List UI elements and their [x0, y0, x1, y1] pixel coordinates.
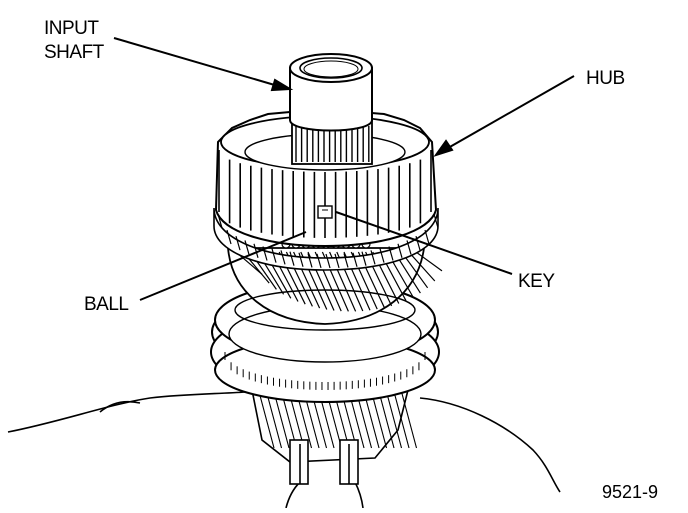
input-shaft-label-line2: SHAFT: [44, 42, 105, 63]
ring-ridge: [298, 252, 304, 267]
ring-ridge: [388, 246, 394, 261]
ring-ridge: [307, 253, 313, 268]
input-shaft-label-line1: INPUT: [44, 18, 99, 39]
figure-number: 9521-9: [602, 482, 658, 502]
lower-gear-tooth: [257, 387, 275, 449]
ring-ridge: [271, 248, 277, 263]
ring-ridge: [289, 251, 295, 266]
ring-ridge: [352, 252, 358, 267]
leader-hub: [447, 75, 575, 149]
key-label: KEY: [518, 271, 555, 292]
ring-ridge: [280, 250, 286, 265]
helical-tooth: [415, 251, 443, 272]
ball-label: BALL: [84, 294, 128, 315]
ring-ridge: [226, 229, 232, 245]
ring-ridge: [244, 240, 250, 255]
leader-input-shaft: [113, 37, 279, 87]
ring-ridge: [379, 248, 385, 263]
ring-ridge: [415, 235, 421, 251]
ring-ridge: [370, 250, 376, 265]
ring-ridge: [316, 253, 322, 269]
ring-ridge: [325, 253, 331, 269]
ring-ridge: [253, 243, 259, 258]
lower-gear-tooth: [399, 387, 418, 449]
helical-tooth: [408, 251, 436, 282]
lower-gear-tooth: [392, 387, 410, 449]
ring-ridge: [397, 243, 403, 258]
leader-ball: [139, 231, 307, 301]
ring-ridge: [406, 240, 412, 255]
ring-ridge: [235, 235, 241, 251]
ring-ridge: [343, 253, 349, 268]
leader-lines: [113, 37, 575, 301]
input-shaft: [289, 53, 373, 165]
hub-label: HUB: [586, 68, 625, 89]
ring-ridge: [361, 251, 367, 266]
lower-gear-tooth: [384, 387, 403, 449]
leader-key: [335, 211, 513, 275]
ring-ridge: [424, 229, 430, 245]
ring-ridge: [334, 253, 340, 269]
ring-ridge: [433, 213, 439, 229]
